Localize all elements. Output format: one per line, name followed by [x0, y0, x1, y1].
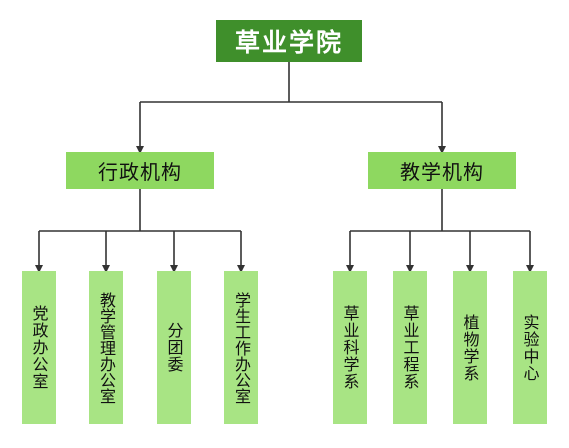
leaf-node-lab-center: 实验中心 [513, 271, 547, 424]
branch-node-teaching: 教学机构 [368, 152, 516, 189]
branch-node-admin: 行政机构 [66, 152, 214, 189]
root-node: 草业学院 [216, 20, 362, 62]
leaf-node-teaching-admin-office: 教学管理办公室 [89, 271, 123, 424]
leaf-node-party-office: 党政办公室 [22, 271, 56, 424]
leaf-node-youth-league: 分团委 [157, 271, 191, 424]
leaf-node-student-affairs-office: 学生工作办公室 [224, 271, 258, 424]
leaf-node-botany-dept: 植物学系 [453, 271, 487, 424]
leaf-node-grass-science-dept: 草业科学系 [333, 271, 367, 424]
leaf-node-grass-engineering-dept: 草业工程系 [393, 271, 427, 424]
